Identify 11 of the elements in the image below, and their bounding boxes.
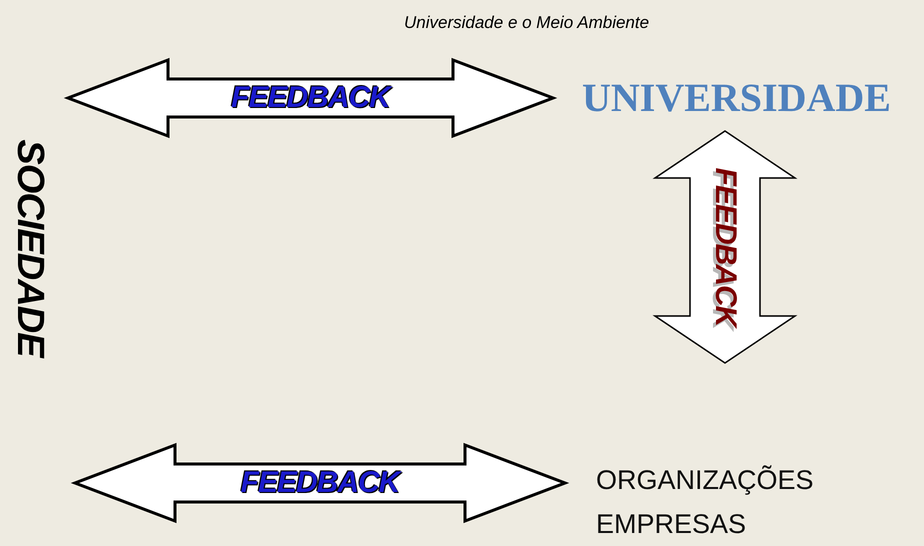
double-block-arrow xyxy=(70,442,570,524)
double-block-arrow xyxy=(652,130,798,364)
node-label: ORGANIZAÇÕES xyxy=(596,464,815,497)
edge-label: FEEDBACK xyxy=(710,168,740,326)
edge-label: FEEDBACK xyxy=(240,468,400,498)
edge-label: FEEDBACK xyxy=(231,83,390,113)
double-block-arrow xyxy=(64,58,558,138)
node-label: UNIVERSIDADE xyxy=(582,78,891,118)
node-label: EMPRESAS xyxy=(596,508,748,541)
title: Universidade e o Meio Ambiente xyxy=(404,12,650,34)
node-label: SOCIEDADE xyxy=(11,139,49,357)
